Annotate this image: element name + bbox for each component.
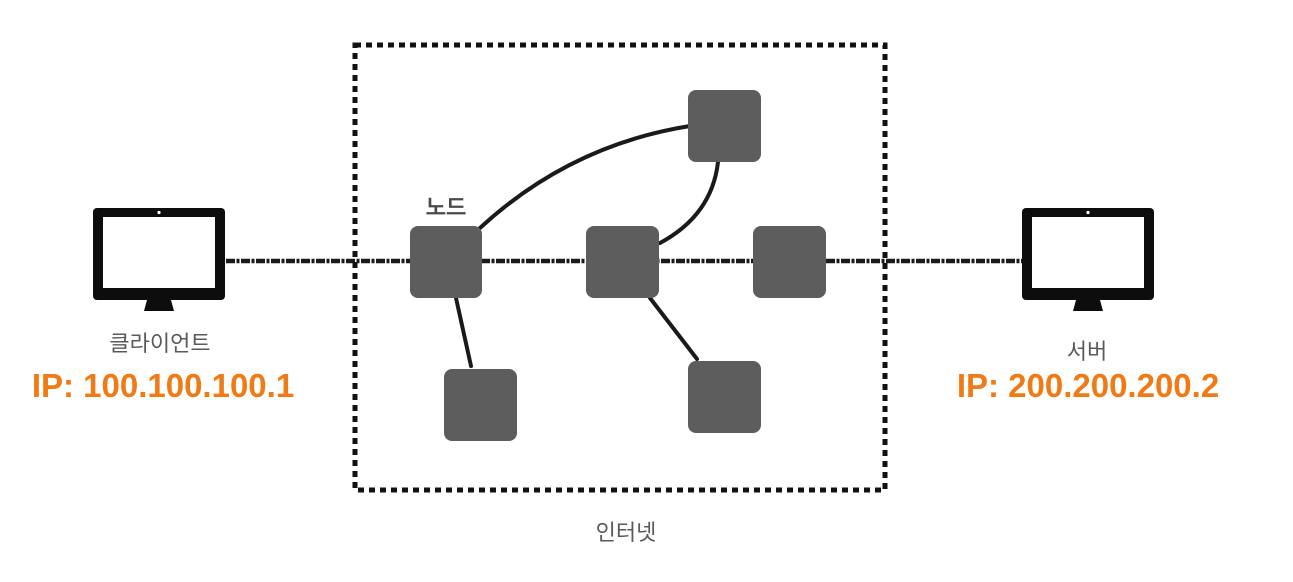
connection-node-top-node-center [658,160,720,245]
node-label: 노드 [425,196,467,221]
node-top [688,90,761,162]
connection-node-center-node-bottom-right [648,296,699,361]
node-exit [753,226,826,298]
connection-node1-node-top [478,124,692,230]
internet-boundary [352,42,888,493]
node-bottom-left [444,369,517,441]
server-name: 서버 [1066,340,1108,365]
client-monitor-icon [93,208,225,311]
internet-label: 인터넷 [595,521,657,546]
server-monitor-icon [1022,208,1154,311]
client-ip: IP: 100.100.100.1 [31,367,295,404]
node-bottom-right [688,361,761,433]
connection-node1-node-bottom-left [454,296,473,368]
client-name: 클라이언트 [109,332,211,357]
node-center [586,226,659,298]
server-ip: IP: 200.200.200.2 [956,367,1220,404]
node-entry [410,226,482,298]
